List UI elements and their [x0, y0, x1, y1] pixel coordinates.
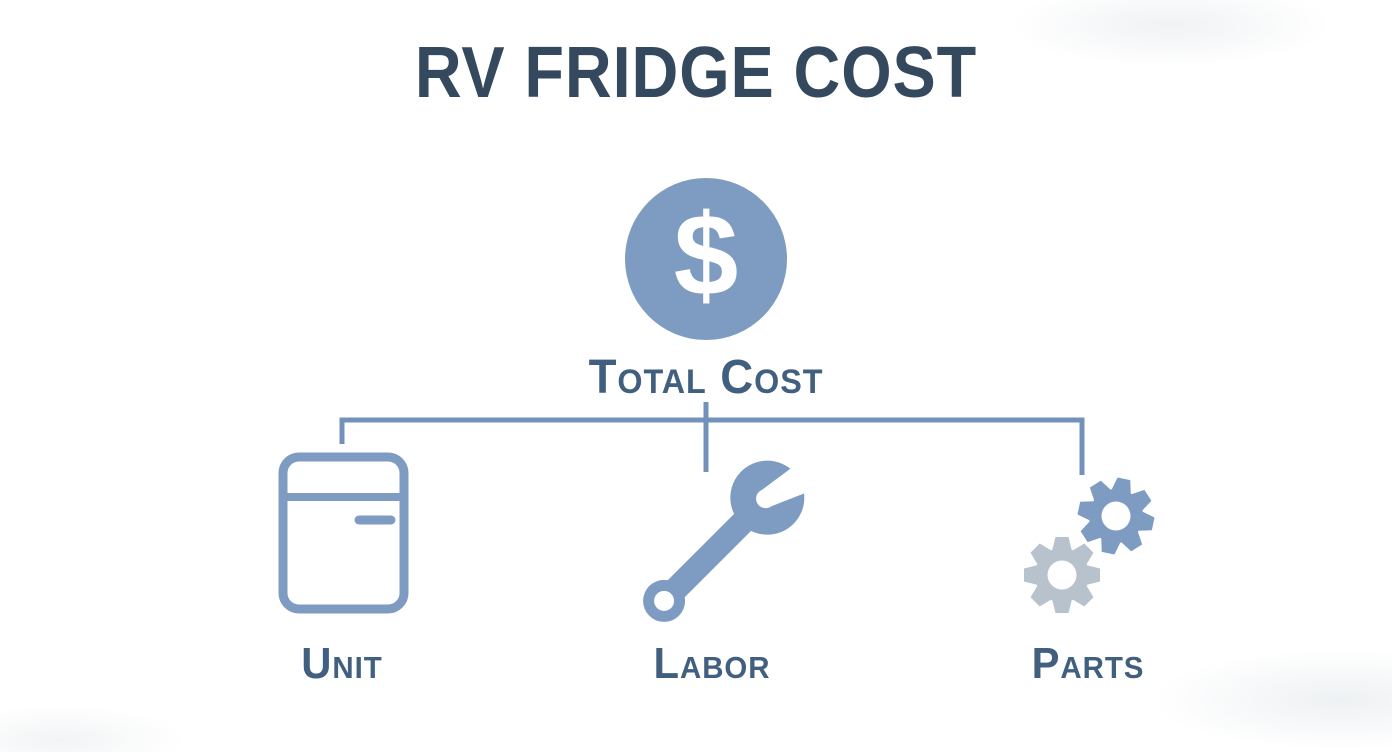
branch-label-unit: Unit	[301, 639, 383, 688]
gear-gray	[1024, 537, 1100, 613]
dollar-circle-icon: $	[625, 178, 787, 340]
gear-blue	[1077, 477, 1155, 555]
branch-label-labor: Labor	[653, 639, 771, 688]
page-title: RV FRIDGE COST	[414, 33, 978, 113]
branch-label-parts: Parts	[1031, 639, 1145, 688]
fridge-icon	[278, 452, 409, 614]
gears-icon	[1024, 477, 1155, 613]
wrench-icon	[643, 460, 818, 622]
root-label-total-cost: Total Cost	[588, 351, 824, 404]
dollar-sign: $	[673, 190, 739, 320]
